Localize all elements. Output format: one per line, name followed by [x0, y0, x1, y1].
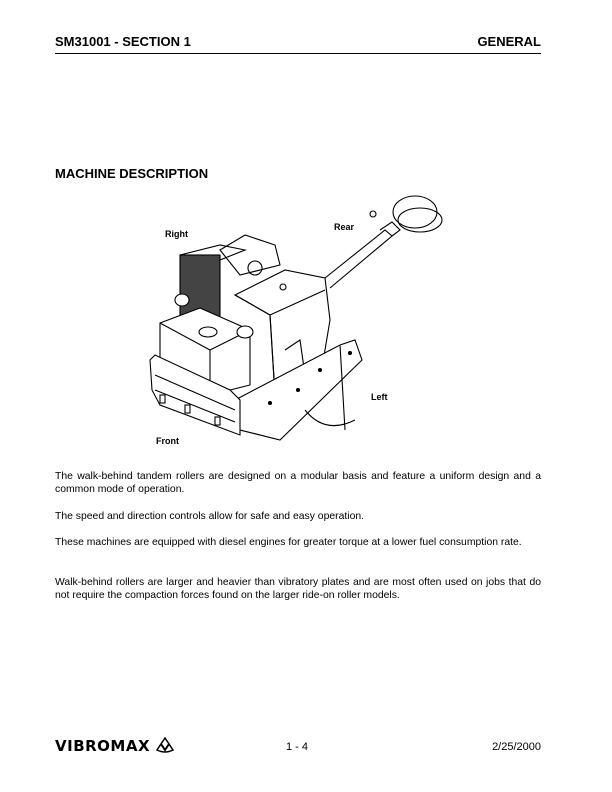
paragraph: The walk-behind tandem rollers are desig…	[55, 471, 541, 495]
vibromax-logo: VIBROMAX	[55, 736, 174, 755]
footer-date: 2/25/2000	[492, 741, 541, 753]
roller-illustration	[149, 195, 443, 441]
vibromax-emblem-icon	[155, 736, 174, 753]
label-front: Front	[156, 436, 179, 446]
page-number: 1 - 4	[286, 741, 309, 753]
section-title: MACHINE DESCRIPTION	[55, 166, 209, 181]
paragraph: These machines are equipped with diesel …	[55, 537, 522, 548]
header-rule	[55, 53, 541, 54]
label-right: Right	[165, 229, 188, 239]
header-section: SM31001 - SECTION 1	[55, 34, 191, 49]
label-left: Left	[371, 392, 388, 402]
header-chapter: GENERAL	[477, 34, 541, 49]
logo-text: VIBROMAX	[55, 737, 151, 755]
label-rear: Rear	[334, 222, 355, 232]
paragraph: Walk-behind rollers are larger and heavi…	[55, 577, 541, 601]
paragraph: The speed and direction controls allow f…	[55, 511, 365, 522]
